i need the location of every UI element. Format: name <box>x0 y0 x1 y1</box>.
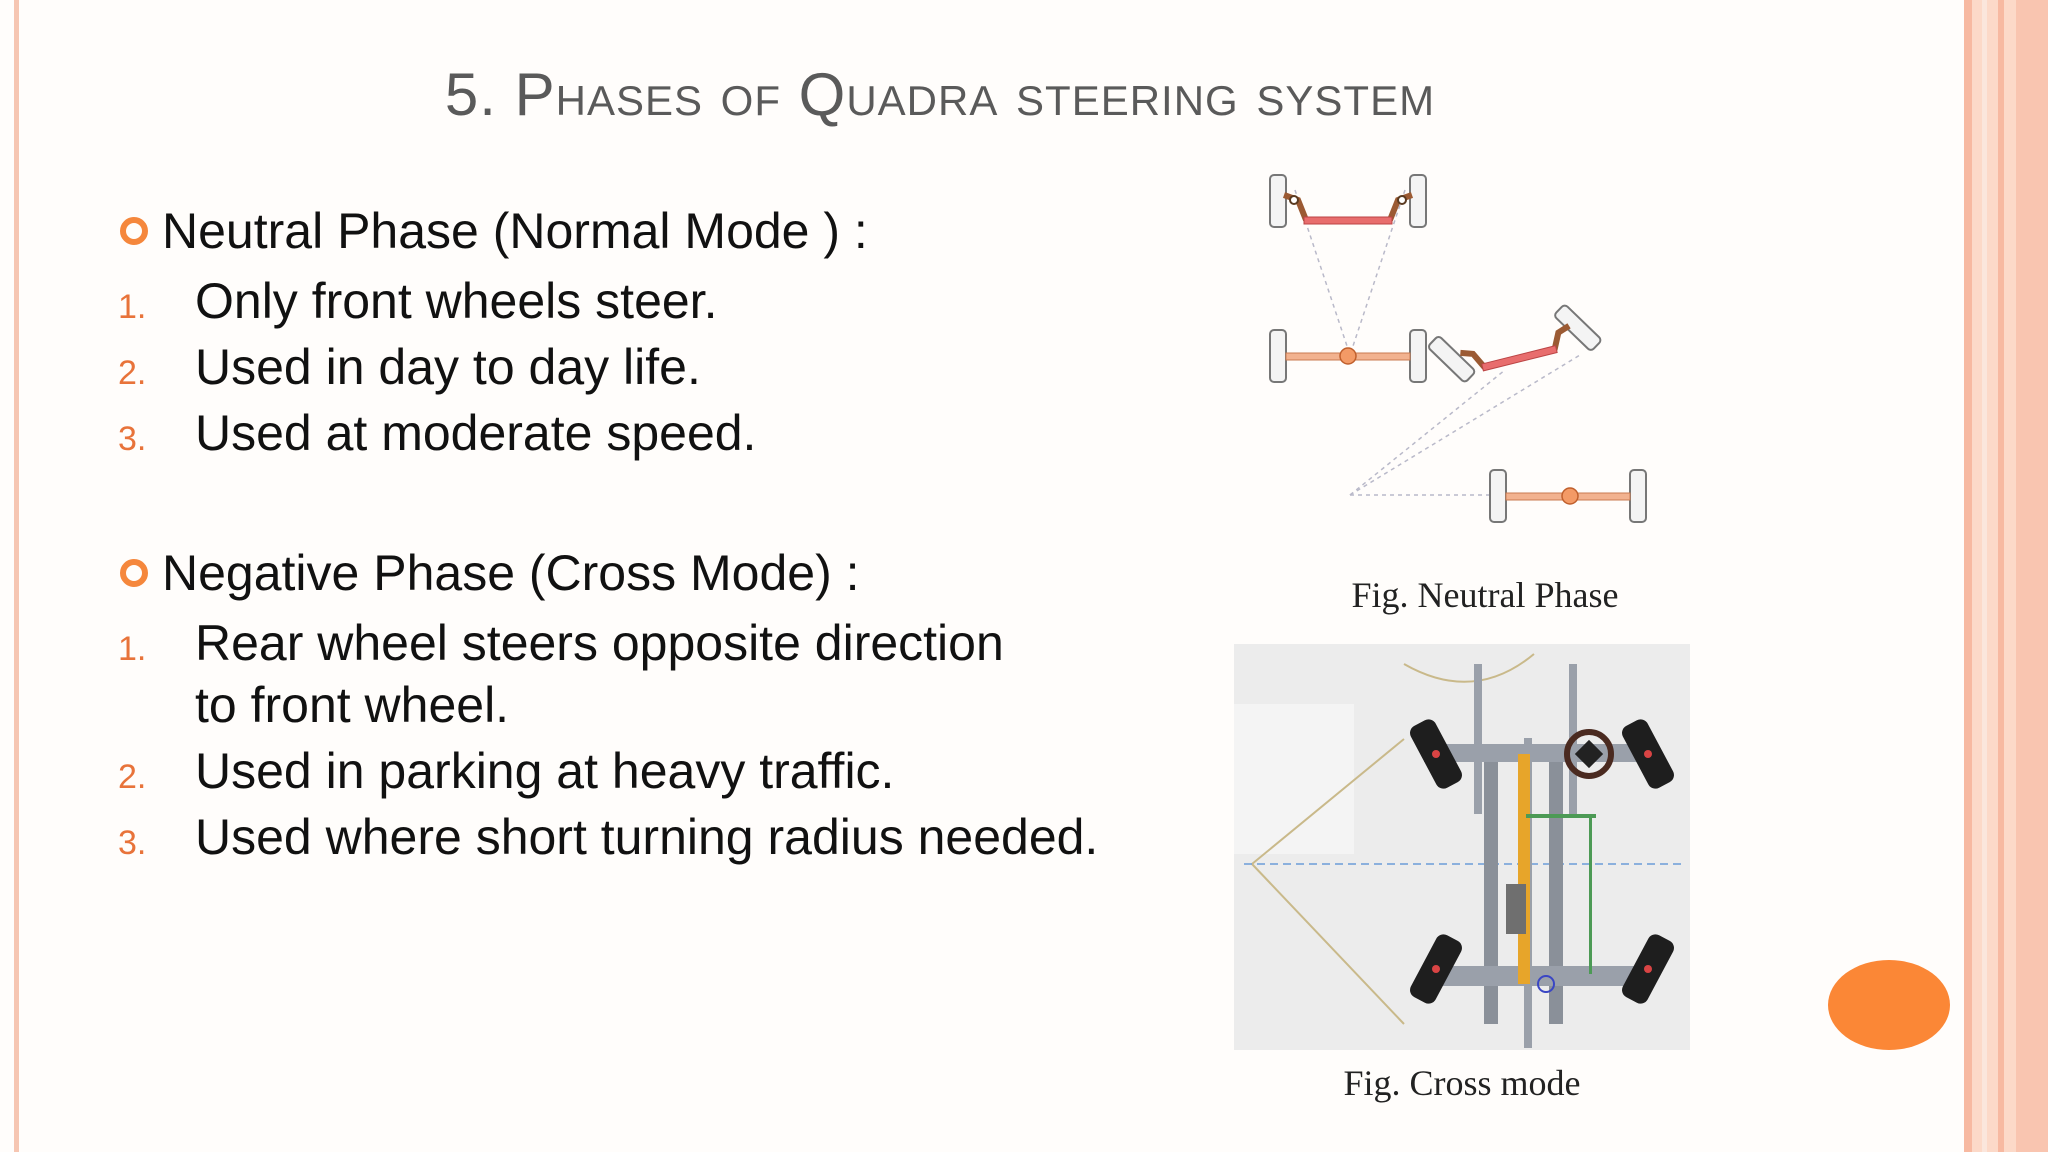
item-text: Used at moderate speed. <box>195 405 757 461</box>
cross-mode-diagram <box>1234 644 1690 1050</box>
item-number: 1. <box>118 288 147 326</box>
list-item: 3. Used at moderate speed. <box>110 402 1210 464</box>
rear-axle-neutral <box>1269 329 1427 383</box>
item-number: 2. <box>118 758 147 796</box>
front-axle-neutral <box>1269 174 1427 228</box>
item-text: Used where short turning radius needed. <box>195 809 1099 865</box>
item-number: 3. <box>118 420 147 458</box>
list-item: 2. Used in day to day life. <box>110 336 1210 398</box>
item-text: Only front wheels steer. <box>195 273 718 329</box>
circle-bullet-icon <box>120 217 148 245</box>
section-heading: Neutral Phase (Normal Mode ) : <box>110 196 1210 266</box>
section-heading: Negative Phase (Cross Mode) : <box>110 538 1210 608</box>
list-item: 3. Used where short turning radius neede… <box>110 806 1210 868</box>
heading-text: Neutral Phase (Normal Mode ) : <box>162 203 868 259</box>
section-negative-phase: Negative Phase (Cross Mode) : 1. Rear wh… <box>110 538 1210 868</box>
item-number: 2. <box>118 354 147 392</box>
section-neutral-phase: Neutral Phase (Normal Mode ) : 1. Only f… <box>110 196 1210 464</box>
item-text: Used in parking at heavy traffic. <box>195 743 895 799</box>
rear-axle-turned <box>1489 469 1647 523</box>
neutral-phase-caption: Fig. Neutral Phase <box>1351 575 1619 615</box>
item-number: 3. <box>118 824 147 862</box>
list-item: 1. Rear wheel steers opposite direction … <box>110 612 1210 736</box>
slide-title: 5. Phases of Quadra steering system <box>444 61 1436 128</box>
item-text: Rear wheel steers opposite direction to … <box>195 615 1004 733</box>
list-item: 2. Used in parking at heavy traffic. <box>110 740 1210 802</box>
item-text: Used in day to day life. <box>195 339 701 395</box>
list-item: 1. Only front wheels steer. <box>110 270 1210 332</box>
cross-mode-caption: Fig. Cross mode <box>1343 1063 1581 1103</box>
item-number: 1. <box>118 630 147 668</box>
right-decorative-band <box>1964 0 2048 1152</box>
orange-circle-button[interactable] <box>1828 960 1950 1050</box>
circle-bullet-icon <box>120 559 148 587</box>
left-border-rule <box>14 0 19 1152</box>
front-axle-turned <box>1428 304 1602 383</box>
heading-text: Negative Phase (Cross Mode) : <box>162 545 860 601</box>
neutral-phase-diagram <box>1269 174 1647 523</box>
slide-content: Neutral Phase (Normal Mode ) : 1. Only f… <box>110 196 1210 942</box>
